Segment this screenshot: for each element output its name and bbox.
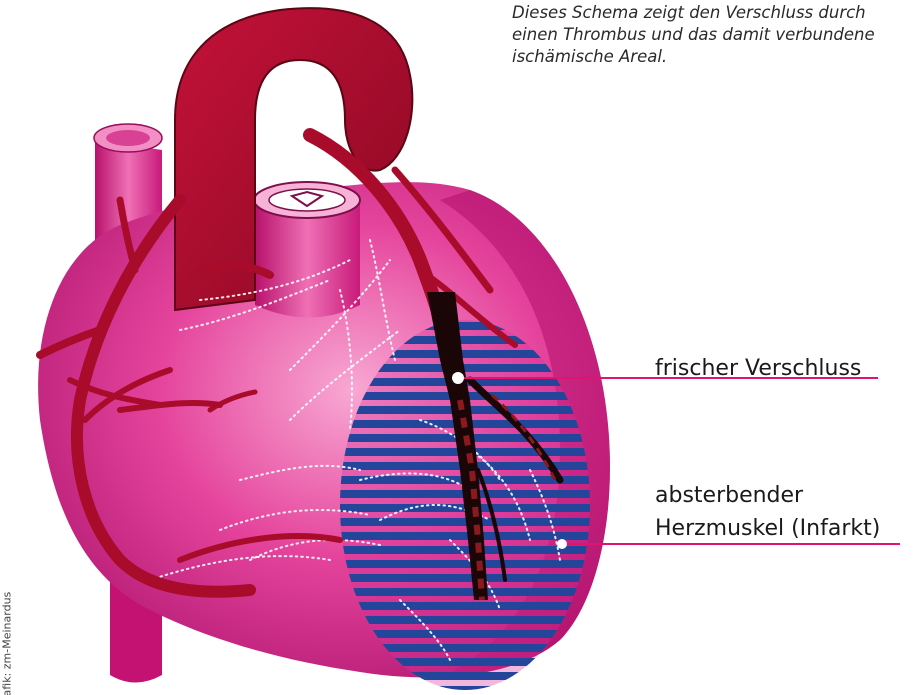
- image-credit: Grafik: zm-Meinardus: [1, 592, 14, 695]
- caption-line-2: einen Thrombus und das damit verbundene: [512, 24, 907, 46]
- label-infarct-line-1: absterbender: [655, 483, 803, 508]
- caption-line-1: Dieses Schema zeigt den Verschluss durch: [512, 2, 907, 24]
- caption-line-3: ischämische Areal.: [512, 46, 907, 68]
- pulmonary-trunk: [254, 182, 360, 318]
- label-fresh-occlusion: frischer Verschluss: [655, 356, 861, 381]
- figure-caption: Dieses Schema zeigt den Verschluss durch…: [512, 2, 907, 68]
- label-infarct-line-2: Herzmuskel (Infarkt): [655, 516, 880, 541]
